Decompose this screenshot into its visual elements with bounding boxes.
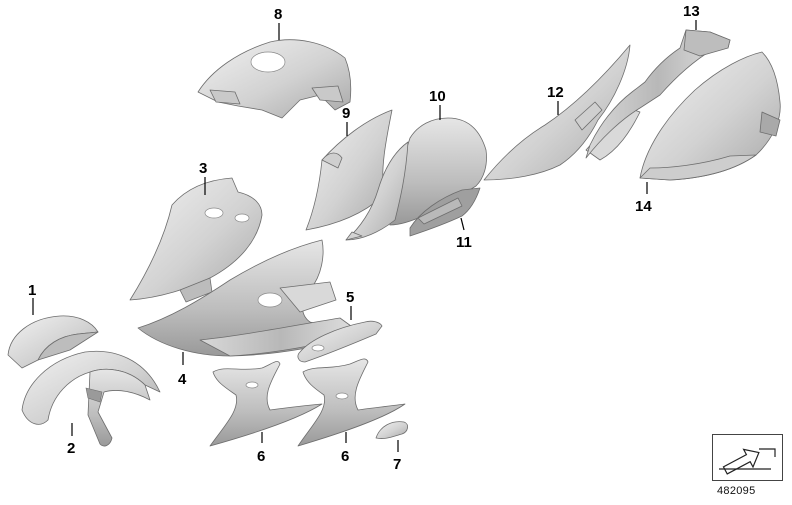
part-5-trim-strip [297, 320, 383, 363]
part-13-rear-bracket [585, 29, 731, 159]
callout-6b: 6 [341, 432, 349, 465]
callout-number: 4 [178, 371, 187, 388]
callout-number: 7 [393, 456, 401, 473]
part-8-tank-cover [197, 39, 352, 119]
callout-12: 12 [547, 84, 564, 115]
callout-7: 7 [393, 440, 401, 473]
callout-13: 13 [683, 3, 700, 30]
part-6-lower-panel-right [297, 358, 406, 447]
document-number: 482095 [717, 485, 756, 497]
panel-opening [204, 207, 224, 219]
part-7-small-cap [375, 421, 408, 439]
callout-11: 11 [456, 217, 472, 251]
leader-line [460, 217, 465, 231]
callout-1: 1 [28, 282, 36, 315]
part-2-front-fender [21, 350, 161, 447]
callout-number: 9 [342, 105, 350, 122]
callout-8: 8 [274, 6, 282, 40]
callout-2: 2 [67, 423, 75, 457]
part-14-rear-tail-cover [639, 51, 781, 181]
callout-5: 5 [346, 289, 354, 320]
callout-number: 6 [257, 448, 265, 465]
callout-number: 10 [429, 88, 446, 105]
callout-3: 3 [199, 160, 207, 195]
callout-number: 11 [456, 234, 472, 251]
part-1-front-cover [7, 315, 99, 369]
callout-10: 10 [429, 88, 446, 120]
callout-number: 3 [199, 160, 207, 177]
callout-number: 6 [341, 448, 349, 465]
part-9-side-cover [305, 109, 393, 231]
callout-4: 4 [178, 352, 187, 388]
fairing-opening [257, 292, 283, 308]
callout-number: 5 [346, 289, 354, 306]
callout-number: 12 [547, 84, 564, 101]
part-12-rear-side-trim [483, 44, 641, 181]
arrow-diagram-icon [719, 448, 776, 475]
part-6-lower-panel-left [209, 361, 323, 447]
callout-number: 8 [274, 6, 282, 23]
callout-number: 13 [683, 3, 700, 20]
callout-number: 1 [28, 282, 36, 299]
callout-6a: 6 [257, 432, 265, 465]
panel-opening [234, 213, 250, 223]
callout-14: 14 [635, 182, 652, 215]
part-3-upper-side-panel [129, 177, 263, 303]
part-11-inner-panel [409, 187, 481, 237]
reference-symbol-box [712, 434, 783, 481]
callout-9: 9 [342, 105, 350, 136]
callout-number: 14 [635, 198, 652, 215]
part-4-main-side-fairing [137, 239, 363, 357]
callout-number: 2 [67, 440, 75, 457]
filler-opening [250, 51, 286, 73]
